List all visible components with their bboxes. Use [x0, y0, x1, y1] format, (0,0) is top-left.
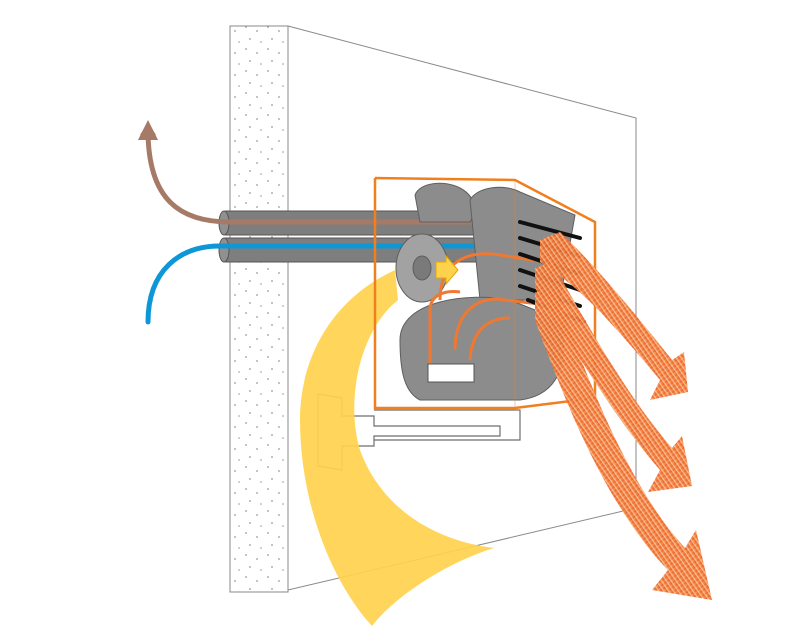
coil-loop-4 — [468, 316, 511, 361]
orange-outlet-flow — [535, 232, 712, 600]
blue-supply-flow — [145, 243, 493, 325]
heat-exchanger-coil — [428, 252, 549, 365]
warm-air-arrow-2 — [535, 262, 692, 492]
air-intake-arrow-icon — [435, 254, 459, 286]
warm-air-arrow-icon — [540, 232, 688, 400]
yellow-intake-flow — [300, 270, 494, 626]
arrow-up-icon — [140, 122, 156, 135]
coil-loop-2 — [453, 297, 549, 351]
wall-section-icon — [229, 25, 289, 593]
brown-return-flow — [138, 120, 483, 225]
warm-air-arrow-3 — [535, 290, 712, 600]
fan-hub — [412, 255, 432, 281]
louver-icon — [518, 220, 582, 240]
pipe-end-lower — [218, 237, 230, 263]
drip-tray — [427, 363, 475, 383]
coil-loop-3 — [428, 290, 461, 365]
coil-icon — [438, 252, 546, 301]
bracket-rail — [374, 409, 521, 441]
